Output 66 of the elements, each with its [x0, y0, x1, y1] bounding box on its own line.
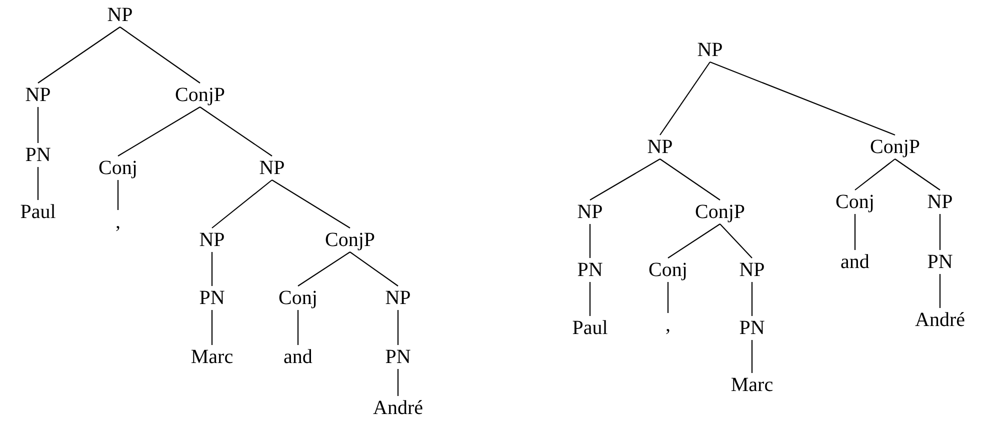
tree-branch: [751, 282, 753, 316]
tree-branch: [397, 369, 399, 396]
tree-node-label: PN: [576, 259, 604, 281]
tree-node-label: André: [914, 309, 966, 331]
tree-branch: [854, 214, 856, 250]
tree-branch: [589, 282, 591, 316]
tree-node-label: Conj: [648, 259, 688, 281]
tree-branch: [668, 224, 720, 258]
tree-node-label: NP: [258, 157, 286, 179]
tree-node-label: NP: [576, 201, 604, 223]
tree-node-label: NP: [384, 287, 412, 309]
tree-branch: [350, 252, 398, 286]
tree-branch: [200, 106, 272, 156]
tree-node-label: PN: [24, 144, 52, 166]
tree-node-label: Conj: [834, 191, 876, 213]
tree-node-label: and: [840, 251, 870, 273]
tree-branch: [298, 252, 350, 286]
tree-branch: [660, 62, 710, 136]
tree-node-label: Conj: [278, 287, 318, 309]
tree-branch: [117, 180, 119, 210]
tree-branch: [37, 107, 39, 143]
tree-node-label: Marc: [730, 374, 774, 396]
tree-branch: [211, 310, 213, 345]
tree-branch: [894, 158, 940, 190]
tree-branch: [397, 310, 399, 345]
tree-node-label: ConjP: [324, 229, 376, 251]
tree-branch: [751, 340, 753, 373]
tree-node-label: NP: [198, 229, 226, 251]
tree-branch: [939, 274, 941, 308]
tree-node-label: Conj: [98, 157, 138, 179]
tree-node-label: NP: [24, 84, 52, 106]
tree-branch: [272, 180, 350, 228]
tree-node-label: NP: [926, 191, 954, 213]
tree-node-label: ,: [114, 211, 122, 233]
tree-branch: [297, 310, 299, 345]
tree-node-label: PN: [198, 287, 226, 309]
tree-branch: [720, 224, 752, 258]
tree-node-label: Paul: [571, 317, 609, 339]
tree-branch: [212, 180, 272, 228]
tree-branch: [854, 158, 896, 190]
tree-branch: [211, 252, 213, 286]
tree-branch: [660, 158, 720, 200]
tree-node-label: ConjP: [174, 84, 226, 106]
tree-node-label: NP: [646, 136, 674, 158]
tree-node-label: Paul: [19, 201, 57, 223]
tree-node-label: and: [282, 346, 314, 368]
tree-branch: [38, 26, 120, 84]
tree-node-label: Marc: [190, 346, 234, 368]
tree-branch: [590, 158, 660, 200]
tree-node-label: NP: [696, 39, 724, 61]
tree-branch: [37, 167, 39, 200]
tree-node-label: NP: [738, 259, 766, 281]
tree-branch: [710, 61, 896, 136]
tree-node-label: NP: [106, 4, 134, 26]
tree-node-label: André: [372, 397, 424, 419]
tree-branch: [589, 224, 591, 258]
tree-node-label: ,: [664, 314, 672, 336]
tree-branch: [939, 214, 941, 250]
tree-branch: [120, 26, 200, 84]
tree-node-label: ConjP: [694, 201, 746, 223]
tree-node-label: PN: [738, 317, 766, 339]
tree-branch: [118, 106, 200, 156]
tree-node-label: PN: [926, 251, 954, 273]
tree-node-label: ConjP: [868, 136, 922, 158]
tree-node-label: PN: [384, 346, 412, 368]
tree-branch: [667, 282, 669, 313]
